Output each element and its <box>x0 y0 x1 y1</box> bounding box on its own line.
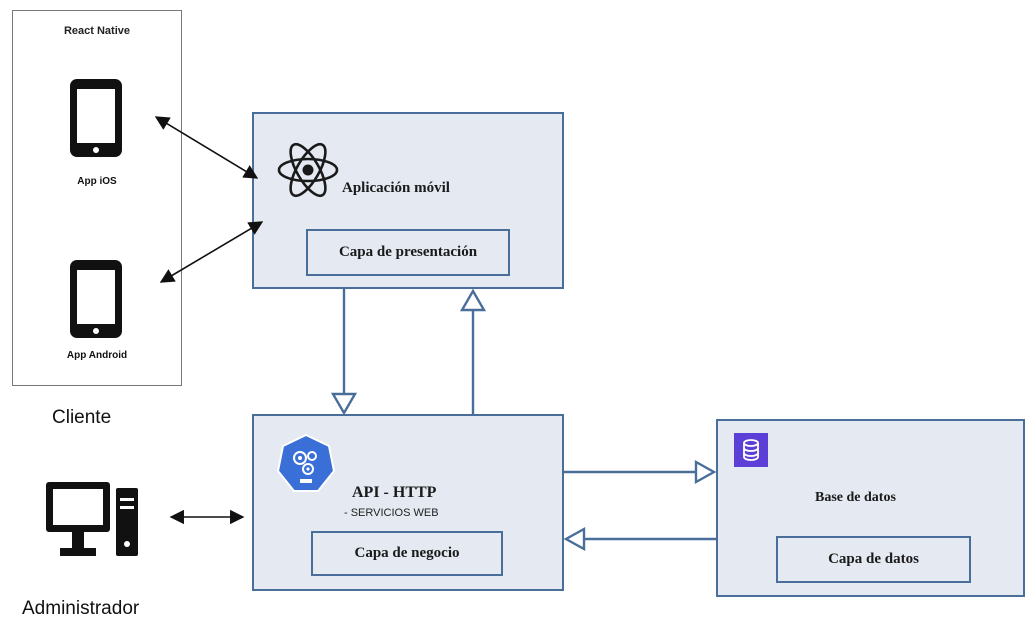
app-to-api-arrow <box>330 289 358 416</box>
database-title: Base de datos <box>815 490 896 505</box>
react-icon <box>277 142 339 198</box>
presentation-layer: Capa de presentación <box>306 229 510 276</box>
admin-title: Administrador <box>22 598 140 619</box>
phone-android-icon <box>70 260 122 338</box>
ios-label: App iOS <box>77 176 117 187</box>
client-title: Cliente <box>52 407 112 428</box>
framework-label: React Native <box>63 25 131 37</box>
db-to-api-arrow <box>563 526 716 552</box>
android-to-app-arrow <box>159 221 264 283</box>
kubernetes-api-icon <box>276 433 336 492</box>
phone-ios-icon <box>70 79 122 157</box>
database-icon <box>734 433 768 467</box>
api-title: API - HTTP <box>352 484 437 501</box>
mobile-app-title: Aplicación móvil <box>342 180 450 196</box>
api-to-app-arrow <box>459 288 487 414</box>
computer-icon <box>46 482 138 556</box>
business-layer: Capa de negocio <box>311 531 503 576</box>
data-layer: Capa de datos <box>776 536 971 583</box>
ios-to-app-arrow <box>154 116 259 179</box>
api-to-db-arrow <box>564 459 717 485</box>
android-label: App Android <box>66 350 128 361</box>
api-subtitle: - SERVICIOS WEB <box>344 507 439 519</box>
